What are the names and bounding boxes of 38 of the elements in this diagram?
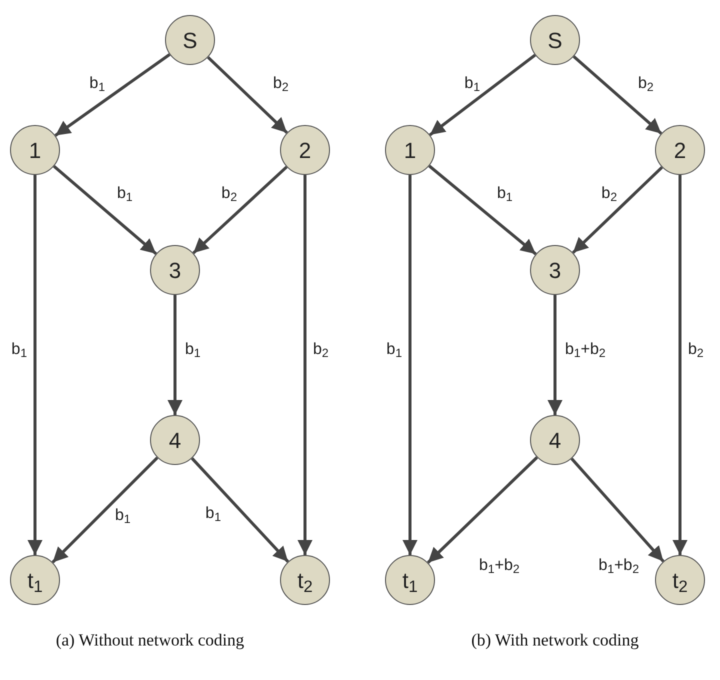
subfigure-caption: (b) With network coding	[471, 629, 639, 652]
arrow	[429, 54, 536, 136]
arrow	[570, 458, 664, 562]
edge-label: b$_{1}$	[116, 186, 134, 202]
edge-label: b$_{1}$+b$_{2}$	[478, 558, 521, 574]
arrow	[28, 175, 42, 555]
edge-label: b$_{1}$	[496, 186, 514, 202]
edge-label: b$_{1}$	[463, 76, 481, 92]
arrow	[672, 175, 688, 555]
edge-label: b$_{1}$	[10, 342, 28, 358]
arrow	[52, 456, 158, 564]
arrow	[402, 175, 418, 555]
arrow	[207, 56, 288, 134]
arrow	[190, 457, 290, 563]
edge-label: b$_{2}$	[220, 186, 238, 202]
arrow	[572, 55, 662, 135]
arrow	[548, 295, 562, 415]
arrow	[192, 166, 288, 254]
edge-label: b$_{2}$	[637, 76, 655, 92]
arrow	[168, 295, 182, 415]
arrow	[426, 456, 538, 564]
edge-label: b$_{2}$	[600, 186, 618, 202]
arrow	[54, 53, 170, 137]
arrow	[53, 165, 157, 255]
arrow	[298, 175, 312, 555]
subfigure-caption: (a) Without network coding	[56, 629, 244, 652]
edge-label: b$_{1}$+b$_{2}$	[564, 342, 607, 358]
edge-label: b$_{1}$	[114, 508, 132, 524]
edge-label: b$_{1}$+b$_{2}$	[597, 558, 640, 574]
arrow	[572, 166, 663, 254]
edge-label: b$_{1}$	[204, 506, 222, 522]
edge-label: b$_{1}$	[385, 342, 403, 358]
arrow	[428, 164, 537, 256]
edge-label: b$_{2}$	[687, 342, 705, 358]
edge-label: b$_{2}$	[272, 76, 290, 92]
edge-label: b$_{1}$	[88, 76, 106, 92]
edge-label: b$_{2}$	[312, 342, 330, 358]
edge-label: b$_{1}$	[184, 342, 202, 358]
